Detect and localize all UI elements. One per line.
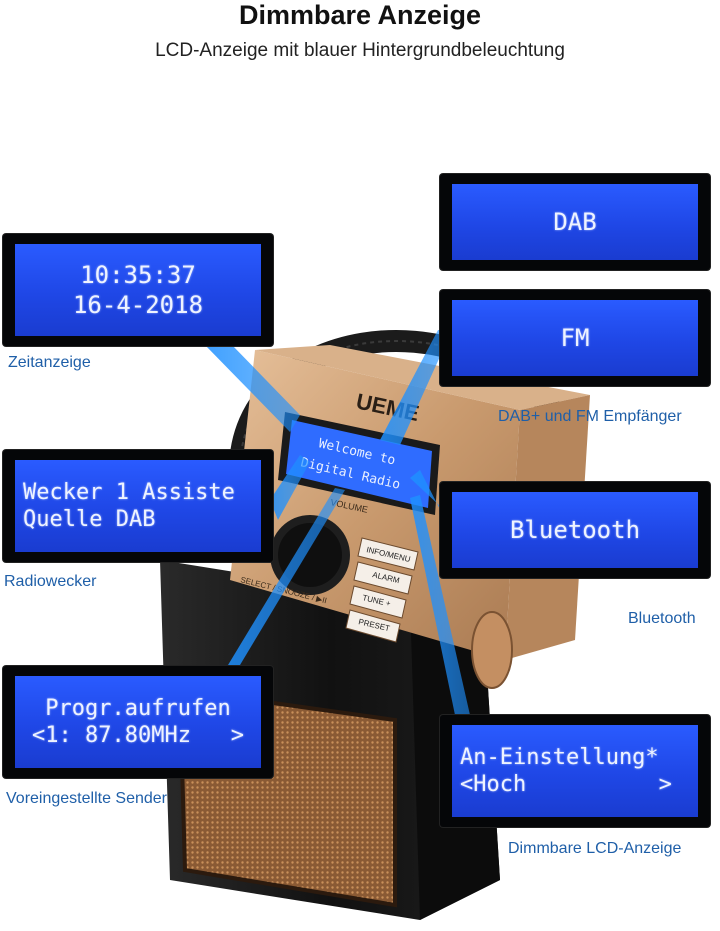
ray-clock (205, 345, 300, 432)
lcd-alarm: Wecker 1 Assiste Quelle DAB (3, 450, 273, 562)
lcd-dimmer: An-Einstellung* <Hoch > (440, 715, 710, 827)
lcd-presets-line1: Progr.aufrufen (45, 695, 231, 721)
lcd-presets-line2: <1: 87.80MHz > (32, 723, 244, 748)
radio-button-group: INFO/MENU ALARM TUNE + PRESET (345, 537, 419, 643)
lcd-bluetooth: Bluetooth (440, 482, 710, 578)
radio-screen (286, 420, 432, 508)
ray-fm (380, 330, 452, 445)
caption-fm: DAB+ und FM Empfänger (498, 408, 682, 425)
ray-presets (225, 488, 345, 670)
lcd-alarm-line2: Quelle DAB (23, 507, 156, 532)
lcd-clock-date: 16-4-2018 (72, 291, 204, 319)
side-tuning-dial (471, 611, 513, 689)
page-subtitle: LCD-Anzeige mit blauer Hintergrundbeleuc… (155, 40, 565, 61)
caption-clock: Zeitanzeige (8, 354, 91, 371)
lcd-dimmer-line1: An-Einstellung* (460, 744, 659, 770)
lcd-clock-time: 10:35:37 (80, 261, 196, 289)
ray-dimmer (410, 495, 470, 715)
lcd-presets: Progr.aufrufen <1: 87.80MHz > (3, 666, 273, 778)
ray-alarm (270, 455, 310, 520)
caption-presets: Voreingestellte Sender (6, 790, 167, 807)
ray-bluetooth (410, 470, 458, 545)
page-title: Dimmbare Anzeige (238, 0, 482, 30)
lcd-dab: DAB (440, 174, 710, 270)
caption-alarm: Radiowecker (4, 573, 97, 590)
lcd-fm-text: FM (560, 324, 590, 352)
lcd-clock: 10:35:37 16-4-2018 (3, 234, 273, 346)
lcd-fm: FM (440, 290, 710, 386)
lcd-dab-text: DAB (553, 208, 597, 236)
caption-dimmer: Dimmbare LCD-Anzeige (508, 840, 682, 857)
lcd-dimmer-line2: <Hoch > (460, 772, 672, 797)
lcd-bluetooth-text: Bluetooth (509, 516, 641, 544)
lcd-alarm-line1: Wecker 1 Assiste (23, 479, 235, 505)
callout-rays (205, 330, 470, 715)
caption-bluetooth: Bluetooth (628, 610, 696, 627)
